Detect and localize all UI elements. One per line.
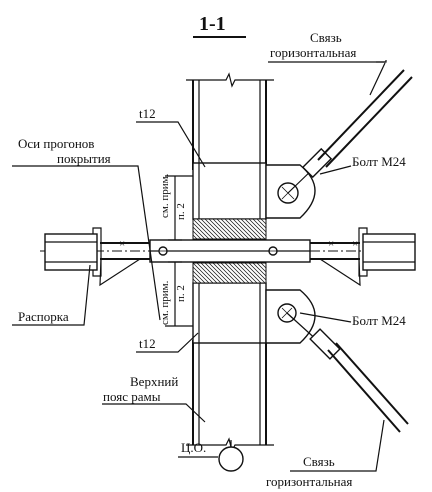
section-title: 1-1 (199, 13, 226, 35)
right-strut: × × (317, 227, 416, 287)
note-top-line1: см. прим. (159, 173, 171, 218)
note-dimension-lines (165, 175, 193, 327)
hatch-line (264, 218, 267, 221)
note-bottom-line2: п. 2 (175, 285, 187, 302)
zero-mark (178, 440, 244, 472)
hatch-line (228, 262, 250, 284)
hatch-line (240, 262, 262, 284)
hatch-line (224, 262, 246, 284)
hatch-line (244, 218, 266, 240)
hatch-line (192, 218, 214, 240)
brace-top-label-line2: горизонтальная (270, 45, 356, 60)
hatched-zone-top (192, 218, 267, 240)
hatch-line (240, 218, 262, 240)
hatch-line (216, 218, 238, 240)
hatch-line (192, 234, 198, 240)
hatch-line (192, 266, 210, 284)
brace-bottom-label-line2: горизонтальная (266, 474, 352, 489)
top-brace-rod (317, 69, 413, 168)
hatch-line (228, 218, 250, 240)
hatch-line (196, 262, 218, 284)
note-bottom-line1: см. прим. (159, 280, 171, 325)
hatch-line (232, 218, 254, 240)
hatch-line (212, 262, 234, 284)
left-bolt-mark: × (119, 238, 125, 250)
hatched-zone-bottom (192, 262, 267, 284)
purlin-axes-label-line2: покрытия (57, 151, 111, 166)
brace-bottom-label-line1: Связь (303, 454, 335, 469)
hatch-line (224, 218, 246, 240)
hatch-line (236, 218, 258, 240)
hatch-line (248, 262, 267, 281)
hatch-line (208, 262, 230, 284)
purlin-axes-label-line1: Оси прогонов (18, 136, 94, 151)
bottom-brace-rod (327, 342, 409, 433)
hatch-line (200, 262, 222, 284)
hatch-line (260, 218, 267, 225)
hatch-line (200, 218, 222, 240)
hatch-line (248, 218, 267, 237)
left-strut: × (44, 227, 143, 287)
note-top-line2: п. 2 (175, 203, 187, 220)
hatch-line (192, 222, 210, 240)
right-bolt-mark-2: × (352, 238, 358, 250)
t12-top-label: t12 (139, 106, 156, 121)
top-stiffener-plate (192, 162, 267, 220)
hatch-line (196, 218, 218, 240)
hatch-line (220, 262, 242, 284)
hatch-line (192, 226, 206, 240)
hatch-line (204, 262, 226, 284)
hatch-line (212, 218, 234, 240)
bolt-top-label: Болт М24 (352, 154, 406, 169)
zero-mark-label: Ц.О. (181, 440, 206, 455)
chord-label-line2: пояс рамы (103, 389, 161, 404)
leader-lines (12, 60, 387, 472)
hatch-line (192, 278, 198, 284)
bottom-stiffener-plate (192, 282, 267, 344)
hatch-line (192, 274, 202, 284)
hatch-line (192, 270, 206, 284)
hatch-line (244, 262, 266, 284)
t12-bottom-label: t12 (139, 336, 156, 351)
hatch-line (252, 218, 267, 233)
hatch-line (252, 262, 267, 277)
strut-label: Распорка (18, 309, 69, 324)
bolt-bottom-label: Болт М24 (352, 313, 406, 328)
brace-top-label-line1: Связь (310, 30, 342, 45)
hatch-line (220, 218, 242, 240)
hatch-line (236, 262, 258, 284)
hatch-line (264, 262, 267, 265)
chord-label-line1: Верхний (130, 374, 178, 389)
hatch-line (216, 262, 238, 284)
hatch-line (256, 218, 267, 229)
bottom-brace-connection (265, 289, 341, 360)
hatch-line (256, 262, 267, 273)
hatch-line (204, 218, 226, 240)
top-brace-connection (265, 147, 333, 219)
rafter-top-chord (186, 72, 274, 453)
hatch-line (192, 230, 202, 240)
hatch-line (192, 262, 214, 284)
right-bolt-mark: × (328, 238, 334, 250)
hatch-line (232, 262, 254, 284)
hatch-line (260, 262, 267, 269)
hatch-line (208, 218, 230, 240)
